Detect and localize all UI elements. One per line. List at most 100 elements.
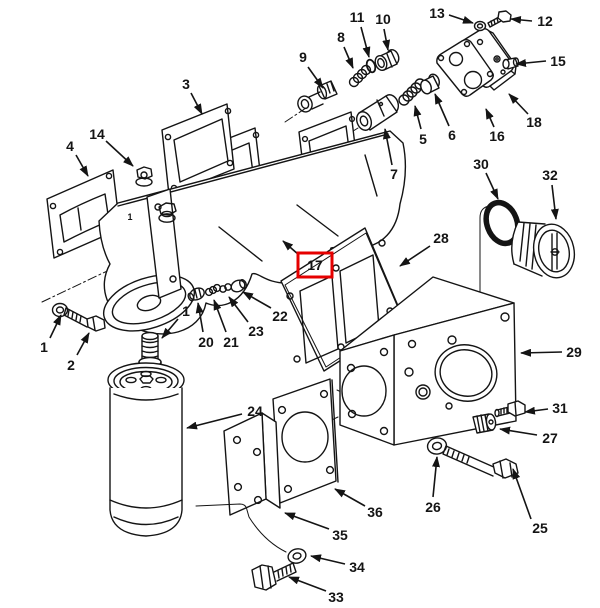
oil-filter-24 <box>107 331 185 537</box>
callout-label: 34 <box>349 559 365 575</box>
callout-5-15[interactable]: 5 <box>413 105 427 147</box>
spring-8 <box>348 64 372 88</box>
callout-3-2[interactable]: 3 <box>182 76 203 115</box>
callout-35-33[interactable]: 35 <box>284 512 348 543</box>
leader-arrow <box>510 15 533 24</box>
leader-arrow <box>499 426 538 436</box>
callout-label: 8 <box>337 29 345 45</box>
callout-9-5[interactable]: 9 <box>299 49 324 89</box>
callout-28-20[interactable]: 28 <box>399 230 449 267</box>
callout-label: 29 <box>566 344 582 360</box>
callout-1-25[interactable]: 1 <box>161 303 190 339</box>
bolt-12 <box>487 10 512 28</box>
leader-arrow <box>282 240 300 256</box>
callout-1-mark-36[interactable]: 1 <box>127 212 132 222</box>
callout-label: 21 <box>223 334 239 350</box>
callout-label: 35 <box>332 527 348 543</box>
fitting-20 <box>187 287 205 302</box>
valve-body-7 <box>355 94 400 131</box>
callout-label: 6 <box>448 127 456 143</box>
callout-label: 3 <box>182 76 190 92</box>
leader-arrow <box>334 488 366 507</box>
leader-arrow <box>284 512 330 530</box>
callout-label: 2 <box>67 357 75 373</box>
leader-arrow <box>432 456 440 498</box>
bolt-25 <box>442 445 519 479</box>
callout-label: 10 <box>375 11 391 27</box>
leader-arrow <box>186 413 243 430</box>
callout-2-1[interactable]: 2 <box>67 332 90 373</box>
callout-10-8[interactable]: 10 <box>375 11 391 51</box>
manifold-body <box>98 130 407 335</box>
leader-arrow <box>310 554 346 565</box>
callout-label: 28 <box>433 230 449 246</box>
callout-1-0[interactable]: 1 <box>40 314 62 355</box>
plug-6 <box>420 73 440 95</box>
callout-16-13[interactable]: 16 <box>485 108 505 144</box>
callout-13-9[interactable]: 13 <box>429 5 474 24</box>
callout-label: 11 <box>350 9 365 25</box>
callout-26-31[interactable]: 26 <box>425 456 441 515</box>
callout-label: 20 <box>198 334 214 350</box>
bolt-33 <box>251 562 297 591</box>
callout-label: 17 <box>307 257 323 273</box>
leader-arrow <box>448 14 474 24</box>
leader-arrow <box>76 332 90 356</box>
cap-32 <box>511 221 576 279</box>
callout-label: 12 <box>537 13 553 29</box>
callout-21-23[interactable]: 21 <box>213 299 239 350</box>
callout-6-14[interactable]: 6 <box>434 93 456 143</box>
callout-14-4[interactable]: 14 <box>89 126 134 167</box>
callout-4-3[interactable]: 4 <box>66 138 89 177</box>
callout-34-34[interactable]: 34 <box>310 554 365 575</box>
callout-8-6[interactable]: 8 <box>337 29 354 69</box>
callout-label: 26 <box>425 499 441 515</box>
callout-24-26[interactable]: 24 <box>186 403 263 430</box>
callout-22-21[interactable]: 22 <box>242 291 288 324</box>
block-29 <box>339 276 517 446</box>
callout-label: 31 <box>552 400 568 416</box>
callout-27-29[interactable]: 27 <box>499 426 558 446</box>
callout-15-11[interactable]: 15 <box>515 53 566 69</box>
callout-33-35[interactable]: 33 <box>288 576 344 605</box>
callout-label: 30 <box>473 156 489 172</box>
callout-label: 22 <box>272 308 288 324</box>
fitting-9 <box>297 80 338 113</box>
callout-23-22[interactable]: 23 <box>228 296 264 339</box>
callout-label: 27 <box>542 430 558 446</box>
leader-arrow <box>485 172 499 200</box>
callout-20-24[interactable]: 20 <box>195 302 214 350</box>
leader-arrow <box>161 318 179 339</box>
callout-label: 14 <box>89 126 105 142</box>
callout-30-17[interactable]: 30 <box>473 156 499 200</box>
callout-label: 24 <box>247 403 263 419</box>
callout-11-7[interactable]: 11 <box>350 9 371 58</box>
gasket-16 <box>436 39 494 97</box>
callout-31-28[interactable]: 31 <box>524 400 568 416</box>
callout-32-18[interactable]: 32 <box>542 167 559 220</box>
callout-label: 36 <box>367 504 383 520</box>
leader-arrow <box>550 184 559 220</box>
cap-10 <box>374 49 400 71</box>
callout-7-16[interactable]: 7 <box>382 128 398 182</box>
callout-label: 1 <box>40 339 48 355</box>
nut-14 <box>135 166 153 187</box>
leader-arrow <box>485 108 495 128</box>
callout-label: 1 <box>182 303 190 319</box>
callout-12-10[interactable]: 12 <box>510 13 553 29</box>
leader-arrow <box>288 576 327 592</box>
callout-29-27[interactable]: 29 <box>520 344 582 360</box>
callout-highlight-box <box>296 251 334 279</box>
leader-arrow <box>75 154 89 177</box>
callout-label: 1 <box>127 212 132 222</box>
callout-18-12[interactable]: 18 <box>508 93 542 130</box>
callout-label: 7 <box>390 166 398 182</box>
leader-arrow <box>242 291 272 309</box>
callout-17-19[interactable]: 17 <box>282 240 334 279</box>
bracket-35 <box>195 412 287 553</box>
callout-36-32[interactable]: 36 <box>334 488 383 520</box>
callout-25-30[interactable]: 25 <box>512 468 548 536</box>
